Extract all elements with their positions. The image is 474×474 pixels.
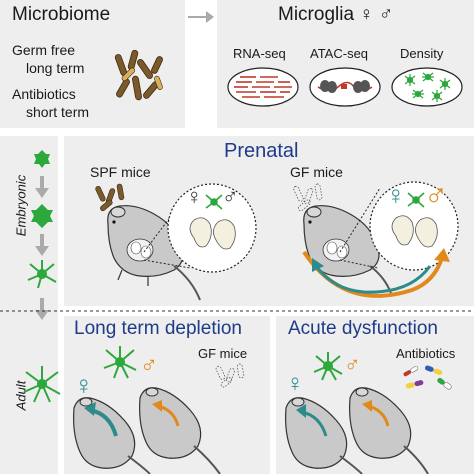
spf-bacteria-icon [95, 183, 125, 212]
arrow-down-icon [35, 298, 49, 320]
antibiotic-pills-icon [403, 365, 452, 390]
gf-mice-label: GF mice [290, 164, 343, 180]
adult-right-female-symbol: ♀ [286, 370, 304, 397]
microglia-adult-icon [23, 366, 61, 403]
gf-male-symbol: ♂ [424, 176, 448, 212]
germ-free-label: Germ free [12, 42, 76, 58]
gf-bacteria-outline-icon [293, 183, 323, 212]
orange-arrowhead-icon [362, 400, 372, 412]
acute-dysfunction-title: Acute dysfunction [288, 318, 438, 339]
timeline-panel [0, 136, 58, 474]
adult-right-mice [285, 387, 429, 474]
adult-right-male-symbol: ♂ [344, 352, 361, 377]
rna-seq-label: RNA-seq [233, 46, 286, 61]
spf-male-symbol: ♂ [222, 184, 239, 209]
microbiome-title: Microbiome [12, 4, 111, 25]
gf-zoom-lines [339, 187, 381, 269]
spf-mice-label: SPF mice [90, 164, 151, 180]
antibiotics-label: Antibiotics [12, 86, 76, 102]
arrow-right-icon [188, 11, 214, 23]
teal-arrowhead-icon [296, 404, 306, 418]
gf-pregnant-mouse [303, 205, 393, 297]
adult-left-male-symbol: ♂ [140, 352, 158, 379]
microglia-precursor-icon [34, 150, 50, 168]
adult-gf-mice-label: GF mice [198, 346, 248, 361]
microglia-title: Microglia ♀ ♂ [278, 4, 394, 25]
short-term-label: short term [26, 104, 90, 120]
adult-left-mice [73, 387, 221, 474]
spf-female-symbol: ♀ [186, 184, 203, 209]
adult-gf-bacteria-outline-icon [215, 363, 245, 388]
arrow-down-icon [35, 234, 49, 256]
atac-seq-icon [309, 67, 381, 107]
spf-zoom-lines [143, 187, 193, 269]
section-divider [0, 310, 474, 312]
density-label: Density [400, 46, 444, 61]
atac-seq-label: ATAC-seq [310, 46, 369, 61]
teal-curved-arrow [314, 265, 432, 294]
prenatal-effect-arrows [302, 248, 450, 298]
microglia-ramified-icon [27, 260, 57, 289]
adult-left-microglia-icon [103, 346, 137, 379]
microglia-panel [217, 0, 474, 128]
microglia-development-timeline [23, 150, 61, 403]
gf-female-symbol: ♀ [386, 180, 406, 210]
spf-pregnant-mouse [107, 205, 201, 301]
gf-microglia-icon [407, 192, 425, 208]
long-term-label: long term [26, 60, 85, 76]
gf-embryo-zoom-circle [369, 181, 459, 271]
bacteria-icon [114, 49, 163, 101]
density-icon [391, 67, 463, 107]
arrow-down-icon [35, 176, 49, 198]
teal-arrowhead-icon [84, 402, 96, 416]
microglia-immature-icon [31, 204, 53, 228]
spf-embryo-zoom-circle [167, 183, 257, 273]
teal-arrowhead-icon [312, 258, 324, 272]
rna-seq-icon [227, 67, 299, 107]
antibiotics-caption: Antibiotics [396, 346, 456, 361]
prenatal-title: Prenatal [224, 140, 299, 162]
long-term-depletion-title: Long term depletion [74, 318, 242, 339]
spf-microglia-icon [205, 194, 223, 210]
adult-left-female-symbol: ♀ [74, 370, 94, 400]
orange-arrowhead-icon [434, 248, 450, 262]
orange-arrowhead-icon [152, 400, 162, 412]
adult-right-microglia-icon [313, 352, 343, 381]
